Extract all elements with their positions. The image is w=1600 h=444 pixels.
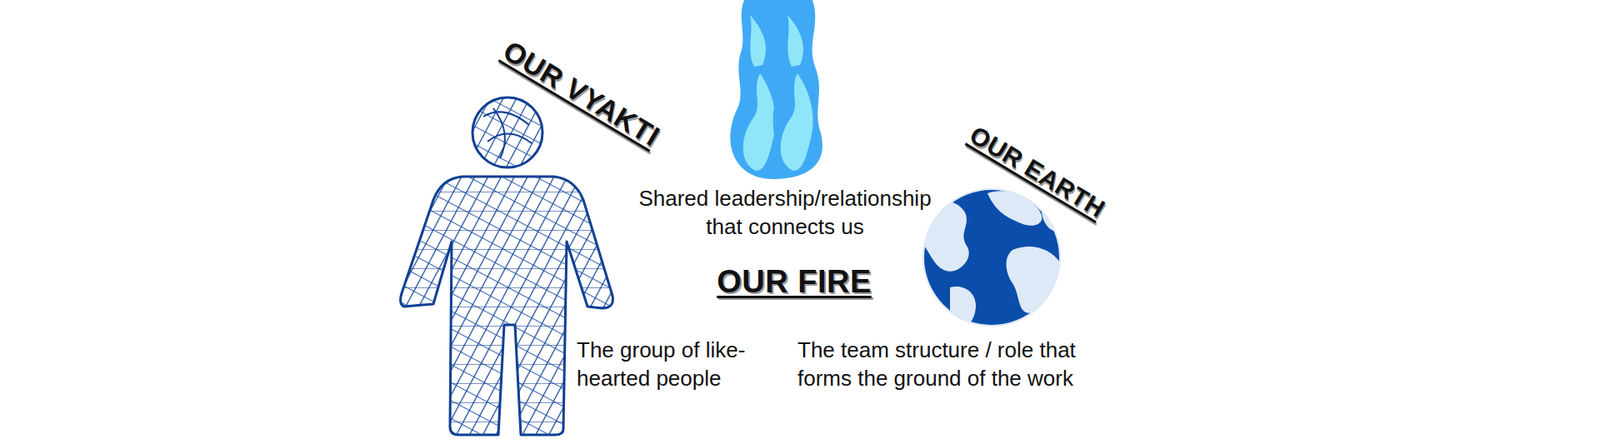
description-text: The team structure / role that forms the…	[797, 336, 1131, 394]
flame-icon	[730, 0, 823, 180]
label-slot: The team structure / role that forms the…	[797, 336, 1131, 394]
label-slot: Shared leadership/relationship that conn…	[618, 185, 952, 242]
label-slot: OUR EARTH	[964, 118, 1112, 225]
globe-icon	[920, 189, 1064, 329]
section-heading: OUR FIRE	[710, 261, 878, 303]
description-text: The group of like-hearted people	[576, 336, 794, 394]
label-slot: OUR VYAKTI	[496, 32, 667, 155]
section-heading: OUR EARTH	[964, 118, 1112, 225]
label-slot: The group of like-hearted people	[576, 336, 794, 394]
section-heading: OUR VYAKTI	[496, 32, 667, 155]
label-slot: OUR FIRE	[710, 261, 878, 303]
description-text: Shared leadership/relationship that conn…	[618, 185, 952, 242]
